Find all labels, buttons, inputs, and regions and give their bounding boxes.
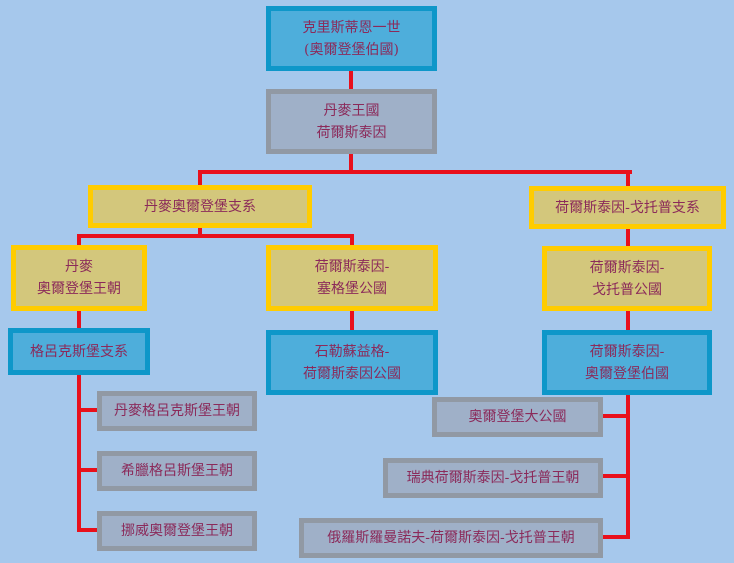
connector — [77, 528, 98, 532]
node-danish-branch[interactable]: 丹麥奧爾登堡支系 — [88, 185, 312, 228]
connector — [626, 394, 630, 539]
node-label: 石勒蘇益格- — [314, 343, 390, 360]
node-label: 荷爾斯泰因-戈托普支系 — [555, 199, 700, 216]
node-oldenburg-grand-duchy[interactable]: 奧爾登堡大公國 — [432, 397, 603, 437]
connector — [601, 414, 630, 418]
node-label: 奧爾登堡王朝 — [37, 281, 121, 297]
node-glucksburg-branch[interactable]: 格呂克斯堡支系 — [8, 328, 150, 375]
node-russian-gottorp[interactable]: 俄羅斯羅曼諾夫-荷爾斯泰因-戈托普王朝 — [299, 518, 603, 558]
node-label: 丹麥王國 — [323, 102, 380, 119]
node-holstein-gottorp-duchy[interactable]: 荷爾斯泰因- 戈托普公國 — [542, 246, 712, 311]
node-holstein-oldenburg[interactable]: 荷爾斯泰因- 奧爾登堡伯國 — [542, 330, 712, 395]
node-label: 荷爾斯泰因- — [589, 259, 665, 276]
node-holstein-segeberg[interactable]: 荷爾斯泰因- 塞格堡公國 — [266, 245, 438, 311]
node-label: 挪威奧爾登堡王朝 — [121, 523, 233, 539]
connector — [198, 170, 632, 174]
node-danish-glucksburg[interactable]: 丹麥格呂克斯堡王朝 — [97, 391, 257, 431]
connector — [77, 374, 81, 532]
node-label: 荷爾斯泰因公國 — [303, 365, 401, 382]
node-swedish-gottorp[interactable]: 瑞典荷爾斯泰因-戈托普王朝 — [383, 458, 603, 498]
connector — [349, 70, 353, 90]
node-label: 奧爾登堡伯國 — [585, 365, 669, 382]
node-label: 俄羅斯羅曼諾夫-荷爾斯泰因-戈托普王朝 — [327, 530, 575, 546]
connector — [77, 234, 81, 246]
connector — [626, 228, 630, 247]
node-christian-i[interactable]: 克里斯蒂恩一世 (奧爾登堡伯國) — [266, 6, 437, 71]
node-label: 希臘格呂斯堡王朝 — [121, 463, 233, 479]
node-label: 荷爾斯泰因 — [316, 124, 387, 141]
connector — [626, 310, 630, 331]
node-gottorp-branch[interactable]: 荷爾斯泰因-戈托普支系 — [529, 186, 726, 229]
connector — [350, 234, 354, 246]
connector — [198, 170, 202, 186]
node-label: 格呂克斯堡支系 — [30, 343, 128, 360]
node-label: 奧爾登堡大公國 — [468, 409, 567, 425]
connector — [349, 153, 353, 174]
node-label: 荷爾斯泰因- — [589, 343, 665, 360]
node-label: 荷爾斯泰因- — [314, 259, 390, 275]
connector — [601, 474, 630, 478]
node-label: 丹麥奧爾登堡支系 — [144, 198, 256, 215]
node-norway-oldenburg[interactable]: 挪威奧爾登堡王朝 — [97, 511, 257, 551]
connector — [77, 234, 354, 238]
node-label: 塞格堡公國 — [317, 281, 387, 297]
connector — [626, 170, 630, 187]
node-schleswig-holstein[interactable]: 石勒蘇益格- 荷爾斯泰因公國 — [266, 330, 438, 395]
connector — [77, 408, 98, 412]
node-label: 丹麥 — [65, 259, 93, 275]
node-label: (奧爾登堡伯國) — [304, 41, 399, 58]
connector — [350, 310, 354, 331]
connector — [601, 535, 630, 539]
connector — [77, 310, 81, 329]
node-label: 丹麥格呂克斯堡王朝 — [114, 403, 240, 419]
connector — [198, 227, 202, 238]
node-greek-glucksburg[interactable]: 希臘格呂斯堡王朝 — [97, 451, 257, 491]
node-label: 克里斯蒂恩一世 — [302, 19, 401, 36]
node-danish-dynasty[interactable]: 丹麥奧爾登堡王朝 — [11, 245, 147, 311]
connector — [77, 468, 98, 472]
node-label: 戈托普公國 — [592, 281, 662, 298]
node-label: 瑞典荷爾斯泰因-戈托普王朝 — [406, 470, 580, 486]
node-denmark-holstein[interactable]: 丹麥王國荷爾斯泰因 — [266, 89, 437, 154]
